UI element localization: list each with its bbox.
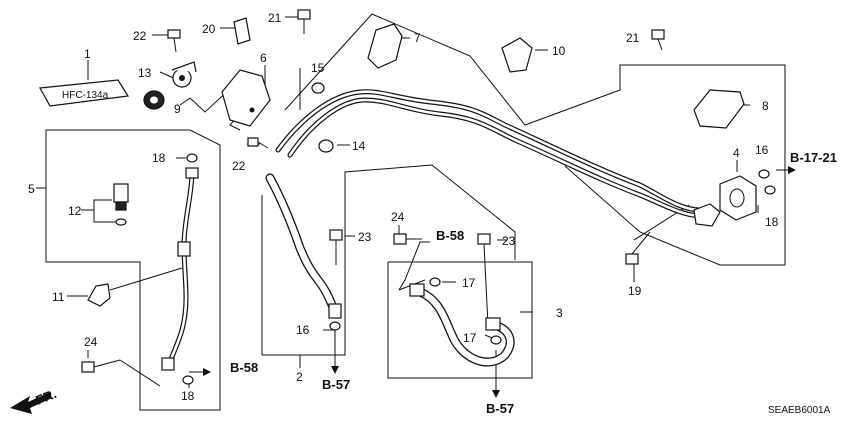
callout-17-top: 17 [462,276,476,290]
callout-10: 10 [552,44,566,58]
diagram-code: SEAEB6001A [768,405,831,416]
bracket-10 [501,37,533,73]
ref-b-57-right: B-57 [486,401,514,416]
callout-16-top: 16 [755,143,769,157]
fitting-hose3-left [409,283,425,297]
callout-23-center: 23 [358,230,372,244]
outline-group-5 [45,129,221,411]
outline-group-3 [387,261,533,379]
clamp-9 [171,61,197,88]
pressure-switch-12 [113,183,129,226]
callout-16-mid: 16 [296,323,310,337]
callout-13: 13 [138,66,152,80]
front-direction-indicator: FR. [10,386,59,414]
callout-4: 4 [733,146,740,160]
callout-12: 12 [68,204,82,218]
callout-7: 7 [414,31,421,45]
ref-b-58-left: B-58 [230,360,258,375]
bolt-22-mid [247,137,269,149]
oring-16-mid [329,321,341,331]
callout-6: 6 [260,51,267,65]
oring-17-bottom [490,335,502,345]
label-plate-text: HFC-134a [62,90,109,101]
callout-23-right: 23 [502,234,516,248]
callout-24-right: 24 [391,210,405,224]
oring-18-bottom [182,375,194,385]
bolt-24-left [81,359,161,387]
callout-19: 19 [628,284,642,298]
front-arrow-icon [10,392,52,414]
fitting-hose3-right [485,317,501,331]
bolt-22-top [167,29,181,53]
callout-17-bottom: 17 [463,331,477,345]
callout-22-mid: 22 [232,159,246,173]
callout-18-right: 18 [765,215,779,229]
oring-15 [311,82,325,94]
callout-18-top: 18 [152,151,166,165]
callout-9: 9 [174,102,181,116]
callout-14: 14 [352,139,366,153]
callout-numbers: 1 2 3 4 5 6 7 8 9 10 11 12 13 14 15 16 1… [28,11,779,403]
fitting-pipe5-bottom [161,357,175,371]
oring-18-right [764,185,776,195]
bolt-24-right [393,233,422,245]
grommet-13 [143,90,165,110]
bolt-23-center [329,229,343,265]
parts: HFC-134a [39,9,776,387]
bolt-21-left [297,9,311,34]
callout-22-top: 22 [133,29,147,43]
front-label: FR. [34,386,59,408]
outline-group-2 [261,164,516,356]
bolt-23-right [477,233,491,326]
pipes [167,89,703,367]
ref-b-17-21: B-17-21 [790,150,837,165]
bracket-6 [221,69,271,127]
reference-labels: B-17-21 B-58 B-58 B-57 B-57 [230,150,837,416]
fitting-pipe5-top [185,167,199,179]
clamp-11 [87,283,111,307]
group-outlines [45,13,786,411]
fitting-hose2-bottom [328,303,342,319]
callout-18-bottom: 18 [181,389,195,403]
callout-21-left: 21 [268,11,282,25]
callout-21-right: 21 [626,31,640,45]
bolt-21-right [651,29,665,51]
insulator-8 [693,89,745,129]
oring-17-top [429,277,441,287]
grommet-4 [693,175,757,227]
callout-3: 3 [556,306,563,320]
ref-b-58-mid: B-58 [436,228,464,243]
callout-1: 1 [84,47,91,61]
callout-15: 15 [311,61,325,75]
callout-11: 11 [52,290,65,304]
callout-5: 5 [28,182,35,196]
label-plate: HFC-134a [39,79,130,107]
clip-20 [233,17,251,45]
bolt-19 [625,231,651,265]
oring-18-top [186,153,198,163]
insulator-7 [367,23,403,69]
callout-8: 8 [762,99,769,113]
oring-16-top [758,169,770,179]
callout-2: 2 [296,370,303,384]
callout-20: 20 [202,22,216,36]
ref-b-57-left: B-57 [322,377,350,392]
clamp-14 [318,139,334,153]
callout-24-left: 24 [84,335,98,349]
outline-main [284,13,786,266]
fitting-pipe5-mid [177,241,191,257]
